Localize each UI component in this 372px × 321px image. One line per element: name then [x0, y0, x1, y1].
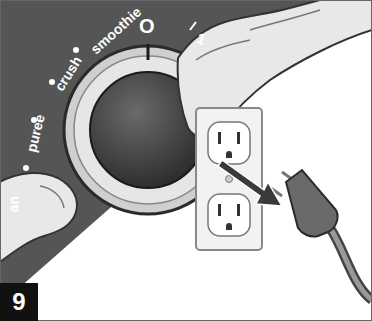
off-symbol: O: [139, 16, 155, 36]
power-cord: [330, 228, 372, 300]
thumb-nail: [40, 186, 64, 208]
left-hand: [0, 173, 77, 262]
step-number-box: 9: [0, 283, 38, 321]
wall-plate: [196, 108, 262, 250]
finger-crease: [250, 10, 320, 30]
power-cord-highlight: [330, 228, 372, 300]
knob-pointer: [147, 44, 150, 60]
setting-label: an: [6, 196, 21, 213]
step-number: 9: [12, 290, 25, 314]
pull-arrow: [218, 160, 282, 206]
receptacle: [208, 194, 250, 236]
receptacle: [208, 122, 250, 164]
plate-screw: [226, 176, 233, 183]
plug-body: [286, 170, 338, 237]
